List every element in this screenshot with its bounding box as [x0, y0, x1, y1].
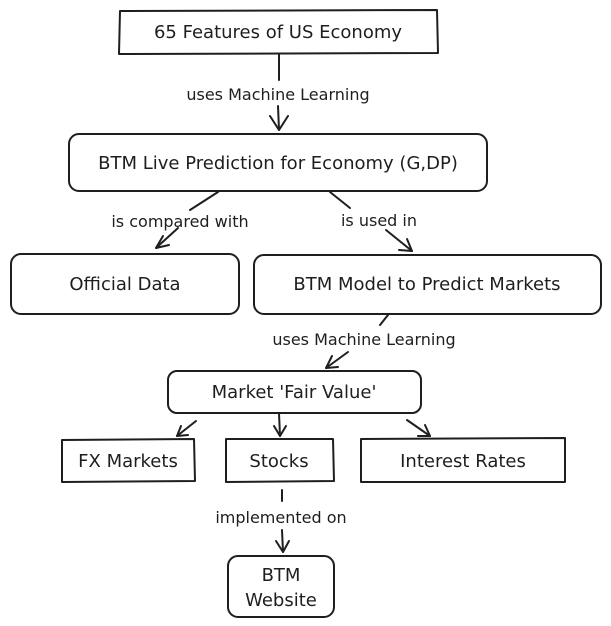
node-official-data-label: Official Data: [69, 274, 180, 295]
node-features: 65 Features of US Economy: [118, 9, 439, 55]
edge-model-to-fair: uses Machine Learning: [272, 314, 456, 369]
edge-fair-to-fx: [176, 420, 197, 437]
edge-fair-to-rates: [406, 419, 431, 437]
node-live-prediction-label: BTM Live Prediction for Economy (G,DP): [98, 153, 458, 174]
node-model-label: BTM Model to Predict Markets: [293, 274, 560, 295]
edge-stocks-to-website-label: implemented on: [215, 508, 346, 527]
node-stocks: Stocks: [225, 438, 335, 483]
node-live-prediction: BTM Live Prediction for Economy (G,DP): [68, 133, 488, 192]
edge-live-to-model: is used in: [329, 191, 417, 252]
node-official-data: Official Data: [10, 253, 240, 315]
edge-fair-to-stocks: [273, 412, 287, 437]
node-fair-value-label: Market 'Fair Value': [212, 382, 377, 403]
node-fx-markets-label: FX Markets: [78, 451, 178, 472]
edge-live-to-official-label: is compared with: [111, 212, 248, 231]
node-btm-website: BTM Website: [227, 555, 335, 618]
node-btm-website-label-line2: Website: [245, 590, 317, 611]
node-interest-rates: Interest Rates: [360, 437, 566, 483]
edge-live-to-model-label: is used in: [341, 211, 417, 230]
edge-stocks-to-website: implemented on: [215, 489, 347, 553]
node-fx-markets: FX Markets: [61, 438, 196, 483]
edge-model-to-fair-label: uses Machine Learning: [272, 330, 455, 349]
node-interest-rates-label: Interest Rates: [400, 451, 526, 472]
node-stocks-label: Stocks: [249, 451, 308, 472]
node-btm-website-label-line1: BTM: [262, 565, 301, 586]
node-features-label: 65 Features of US Economy: [154, 22, 402, 43]
edge-features-to-live-label: uses Machine Learning: [186, 85, 369, 104]
node-model: BTM Model to Predict Markets: [253, 254, 602, 315]
edge-live-to-official: is compared with: [111, 191, 249, 249]
node-fair-value: Market 'Fair Value': [167, 370, 422, 414]
edge-features-to-live: uses Machine Learning: [186, 53, 370, 131]
